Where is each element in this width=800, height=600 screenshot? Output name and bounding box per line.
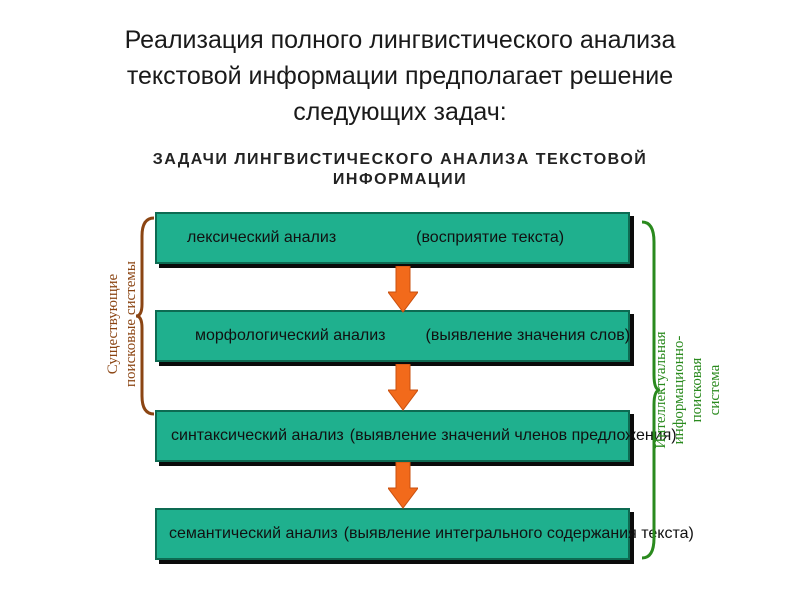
slide-title-line-3: следующих задач: bbox=[293, 98, 507, 126]
slide-title: Реализация полного лингвистического анал… bbox=[30, 22, 770, 130]
right-label-line-2: информационно- bbox=[671, 335, 687, 445]
down-arrow-icon bbox=[388, 364, 418, 411]
left-brace-icon bbox=[135, 216, 155, 416]
right-label-line-3: поисковая bbox=[689, 357, 705, 423]
slide-title-line-2: текстовой информации предполагает решени… bbox=[126, 62, 674, 90]
task-box-semantic: семантический анализ (выявление интеграл… bbox=[155, 508, 694, 560]
diagram-heading-line-1: ЗАДАЧИ ЛИНГВИСТИЧЕСКОГО АНАЛИЗА ТЕКСТОВО… bbox=[152, 151, 648, 168]
task-box-lexical: лексический анализ (восприятие текста) bbox=[155, 212, 630, 264]
diagram-heading: ЗАДАЧИ ЛИНГВИСТИЧЕСКОГО АНАЛИЗА ТЕКСТОВО… bbox=[150, 150, 650, 190]
task-note-syntactic: (выявление значений членов предложения) bbox=[349, 427, 677, 444]
left-side-label: Существующие поисковые системы bbox=[104, 234, 140, 414]
right-label-line-4: система bbox=[707, 364, 723, 416]
task-name-morphological: морфологический анализ bbox=[195, 327, 386, 344]
left-label-line-2: поисковые системы bbox=[123, 261, 139, 387]
task-box-morphological: морфологический анализ (выявление значен… bbox=[155, 310, 630, 362]
task-name-syntactic: синтаксический анализ bbox=[171, 427, 344, 444]
right-label-line-1: Интеллектуальная bbox=[653, 331, 669, 449]
down-arrow-icon bbox=[388, 462, 418, 509]
left-label-line-1: Существующие bbox=[105, 273, 121, 375]
task-name-semantic: семантический анализ bbox=[169, 525, 338, 542]
down-arrow-icon bbox=[388, 266, 418, 313]
task-note-semantic: (выявление интегрального содержания текс… bbox=[343, 525, 694, 542]
slide-title-line-1: Реализация полного лингвистического анал… bbox=[124, 26, 676, 54]
task-note-lexical: (восприятие текста) bbox=[416, 229, 565, 246]
diagram-heading-line-2: ИНФОРМАЦИИ bbox=[332, 171, 468, 188]
right-side-label: Интеллектуальная информационно- поискова… bbox=[652, 240, 724, 540]
task-box-syntactic: синтаксический анализ (выявление значени… bbox=[155, 410, 677, 462]
task-note-morphological: (выявление значения слов) bbox=[425, 327, 631, 344]
task-name-lexical: лексический анализ bbox=[187, 229, 337, 246]
right-brace-icon bbox=[641, 220, 661, 560]
